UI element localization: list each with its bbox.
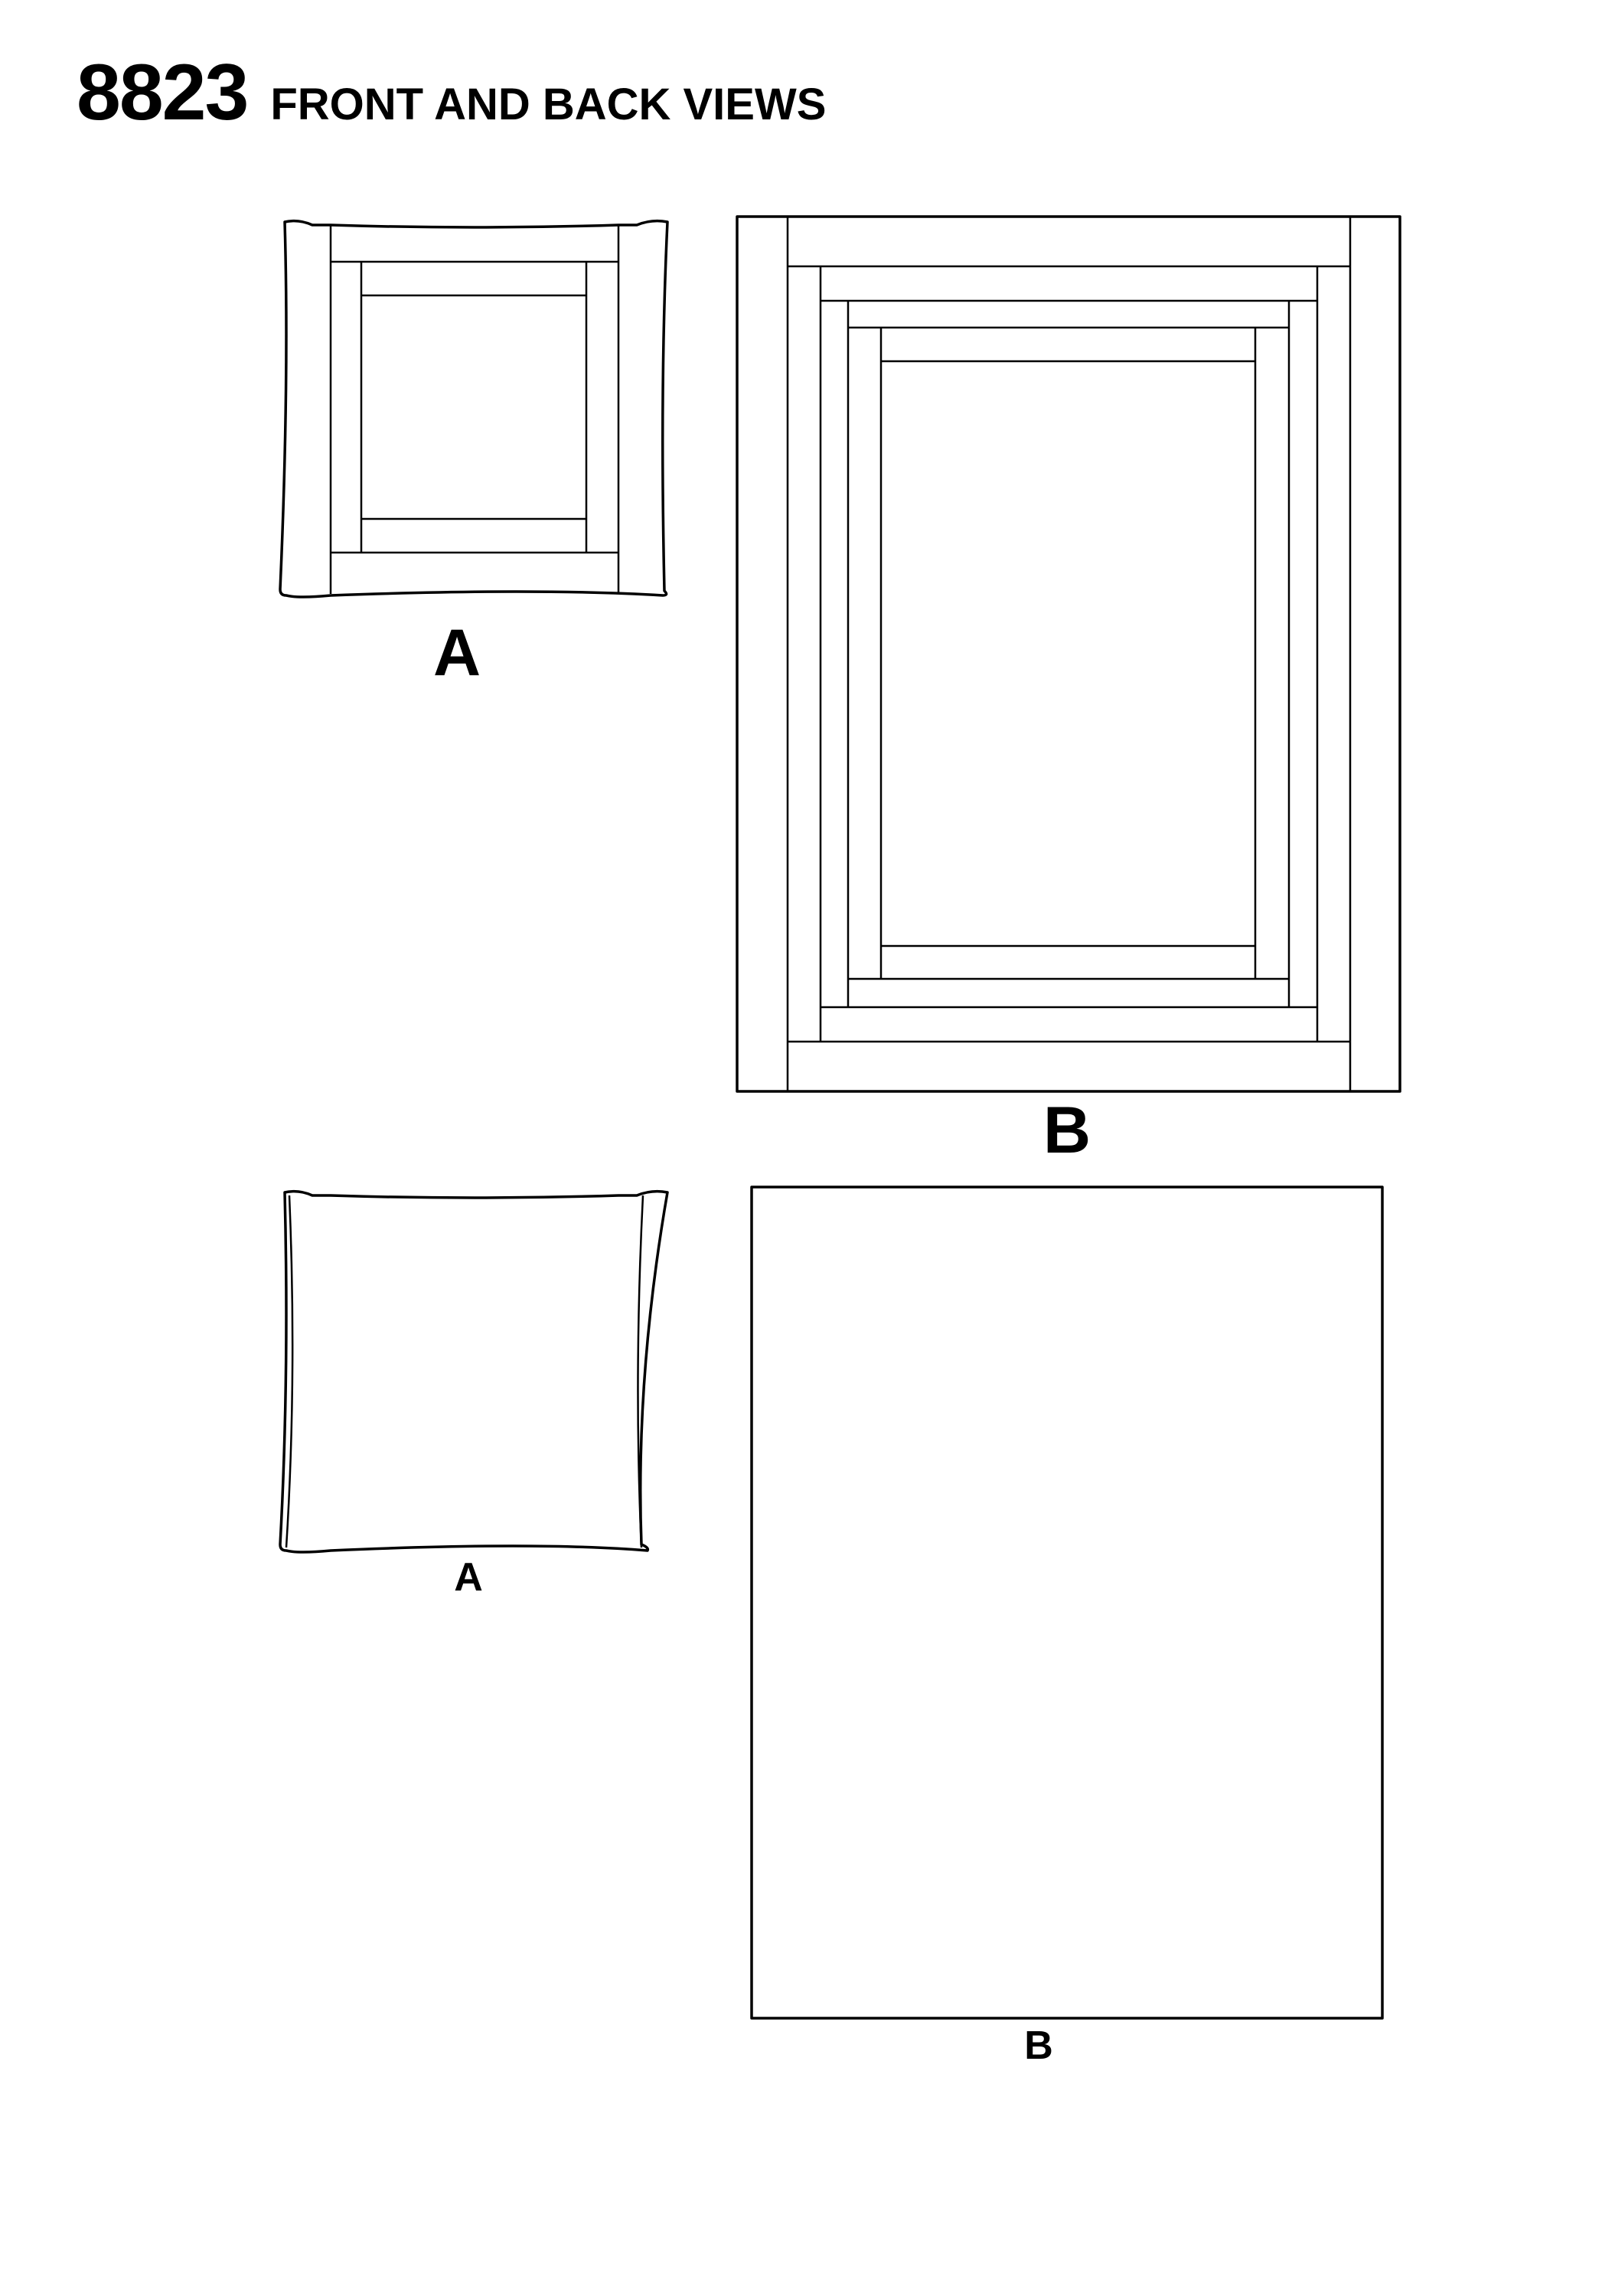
pillow-a-front-outline bbox=[279, 219, 669, 598]
front-view-b bbox=[736, 215, 1401, 1093]
front-view-b-label: B bbox=[1043, 1094, 1091, 1167]
back-view-b bbox=[750, 1186, 1384, 2020]
pillow-a-back-outline bbox=[279, 1189, 669, 1554]
pillow-a-back-right-edge bbox=[637, 1195, 644, 1548]
page-title: FRONT AND BACK VIEWS bbox=[270, 80, 827, 129]
page-header: 8823 FRONT AND BACK VIEWS bbox=[77, 47, 826, 139]
back-view-b-label: B bbox=[1024, 2024, 1053, 2068]
pillow-a-back-left-edge bbox=[285, 1195, 294, 1548]
front-view-a bbox=[279, 219, 669, 598]
back-view-a-label: A bbox=[454, 1555, 483, 1600]
back-view-a bbox=[279, 1189, 669, 1554]
front-view-a-label: A bbox=[433, 616, 481, 690]
pattern-number: 8823 bbox=[77, 48, 249, 137]
quilt-b-outer-frame bbox=[736, 215, 1401, 1093]
quilt-b-back-outline bbox=[750, 1186, 1384, 2020]
